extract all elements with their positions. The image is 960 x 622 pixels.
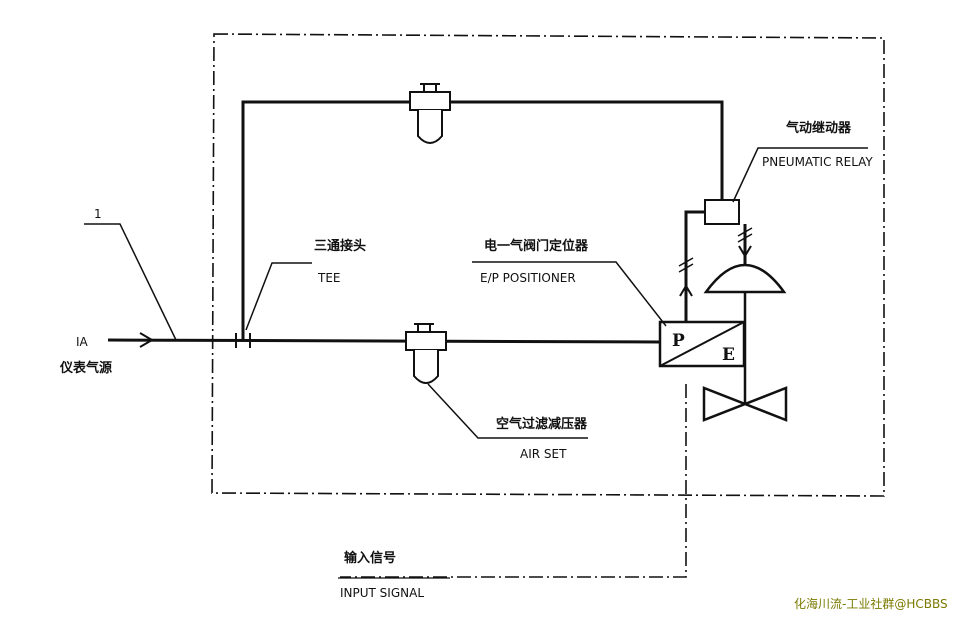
relay-chinese-label: 气动继动器 — [786, 120, 852, 136]
callout-1-leader — [84, 223, 177, 341]
tee-chinese-label: 三通接头 — [314, 238, 366, 254]
input-signal-line — [340, 384, 687, 578]
relay-flow-arrow — [679, 284, 693, 297]
relay-line-ticks — [678, 257, 694, 273]
watermark-text: 化海川流-工业社群@HCBBS — [794, 596, 948, 611]
upper-airset-symbol — [409, 83, 451, 144]
positioner-english-label: E/P POSITIONER — [480, 271, 576, 285]
relay-english-label: PNEUMATIC RELAY — [762, 155, 873, 169]
positioner-e-letter: E — [722, 345, 735, 365]
supply-arrow-line — [107, 338, 661, 344]
tee-english-label: TEE — [317, 271, 341, 285]
supply-arrow-head — [139, 332, 154, 348]
airset-english-label: AIR SET — [520, 447, 567, 461]
ia-chinese-label: 仪表气源 — [59, 360, 112, 376]
callout-number-label: 1 — [94, 207, 102, 221]
pneumatic-relay-box — [704, 199, 740, 225]
positioner-p-letter: P — [672, 331, 685, 351]
positioner-chinese-label: 电一气阀门定位器 — [484, 238, 589, 254]
control-valve-symbol — [702, 386, 788, 422]
tee-junction — [235, 333, 251, 348]
upper-branch-line — [241, 100, 724, 340]
input-signal-chinese-label: 输入信号 — [344, 550, 396, 566]
airset-chinese-label: 空气过滤减压器 — [496, 416, 588, 432]
positioner-leader — [472, 261, 667, 327]
tee-leader — [245, 262, 312, 331]
actuator-flow-arrow — [738, 245, 752, 258]
airset-leader — [427, 383, 588, 439]
relay-leader — [732, 147, 868, 203]
valve-actuator-symbol — [703, 263, 787, 294]
ia-label: IA — [76, 335, 89, 349]
input-signal-english-label: INPUT SIGNAL — [340, 586, 424, 600]
lower-airset-symbol — [405, 323, 447, 384]
ep-positioner-box — [658, 320, 746, 368]
actuator-line-ticks — [737, 227, 753, 243]
